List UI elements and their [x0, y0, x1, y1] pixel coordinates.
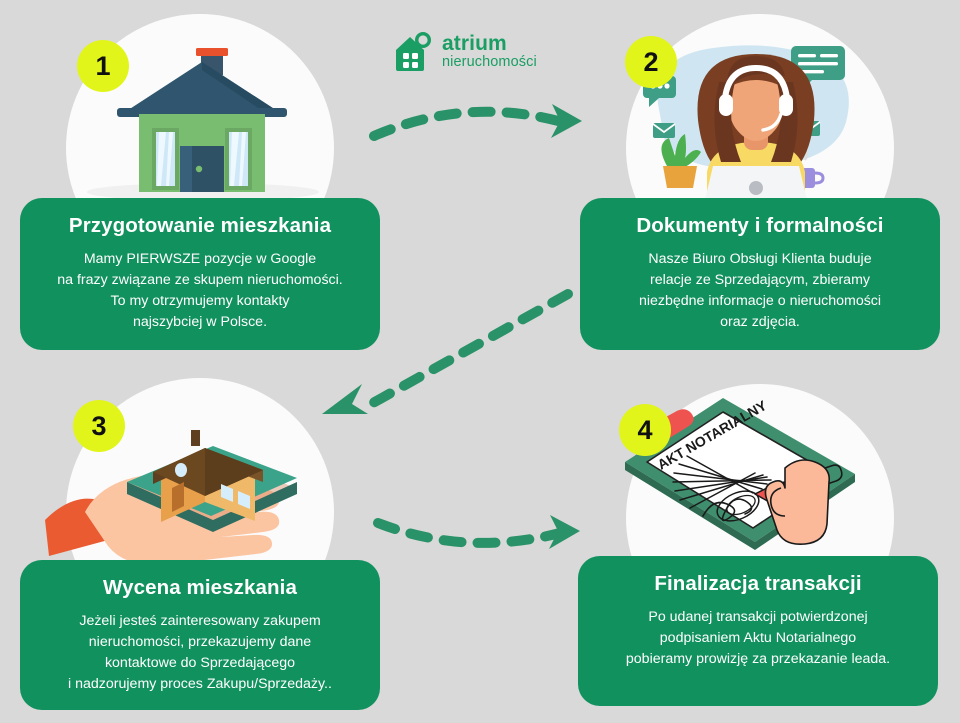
step-1-illustration: 1	[35, 8, 365, 282]
step-3-body: Jeżeli jesteś zainteresowany zakupem nie…	[68, 613, 332, 693]
step-2-title: Dokumenty i formalności	[636, 214, 884, 237]
brand-logo-text: atrium nieruchomości	[442, 33, 537, 70]
arrow-step1-to-step2	[369, 104, 582, 141]
customer-support-agent-illustration	[643, 45, 849, 208]
step-1-title: Przygotowanie mieszkania	[68, 214, 332, 237]
step-4-card[interactable]: Finalizacja transakcji Po udanej transak…	[578, 556, 938, 706]
signing-notarial-deed-illustration: AKT NOTARIALNY	[625, 397, 855, 550]
step-3-title: Wycena mieszkania	[103, 576, 297, 599]
step-4-body: Po udanej transakcji potwierdzonej podpi…	[625, 609, 891, 668]
step-2-number-badge: 2	[625, 36, 677, 88]
step-4-title: Finalizacja transakcji	[654, 572, 862, 595]
envelope-icon-left	[652, 123, 676, 138]
step-4-number-badge: 4	[619, 404, 671, 456]
step-2-illustration: 2	[595, 8, 925, 282]
step-1-card[interactable]: Przygotowanie mieszkania Mamy PIERWSZE p…	[20, 198, 380, 350]
step-1-body: Mamy PIERWSZE pozycje w Google na frazy …	[57, 251, 343, 331]
potted-plant	[661, 134, 701, 188]
brand-logo: atrium nieruchomości	[393, 31, 537, 73]
step-3-card[interactable]: Wycena mieszkania Jeżeli jesteś zaintere…	[20, 560, 380, 710]
house-front-illustration	[87, 48, 319, 201]
arrow-step2-to-step3	[322, 289, 573, 414]
step-4-illustration: AKT NOTARIALNY 4	[595, 378, 925, 652]
step-3-number-badge: 3	[73, 400, 125, 452]
step-1-number-badge: 1	[77, 40, 129, 92]
step-2-body: Nasze Biuro Obsługi Klienta buduje relac…	[638, 251, 882, 331]
brand-name-primary: atrium	[442, 32, 507, 56]
hand-holding-house-illustration	[45, 430, 297, 565]
arrow-step3-to-step4	[373, 515, 580, 549]
brand-name-secondary: nieruchomości	[442, 54, 537, 71]
house-magnifier-icon	[396, 32, 431, 71]
step-2-card[interactable]: Dokumenty i formalności Nasze Biuro Obsł…	[580, 198, 940, 350]
